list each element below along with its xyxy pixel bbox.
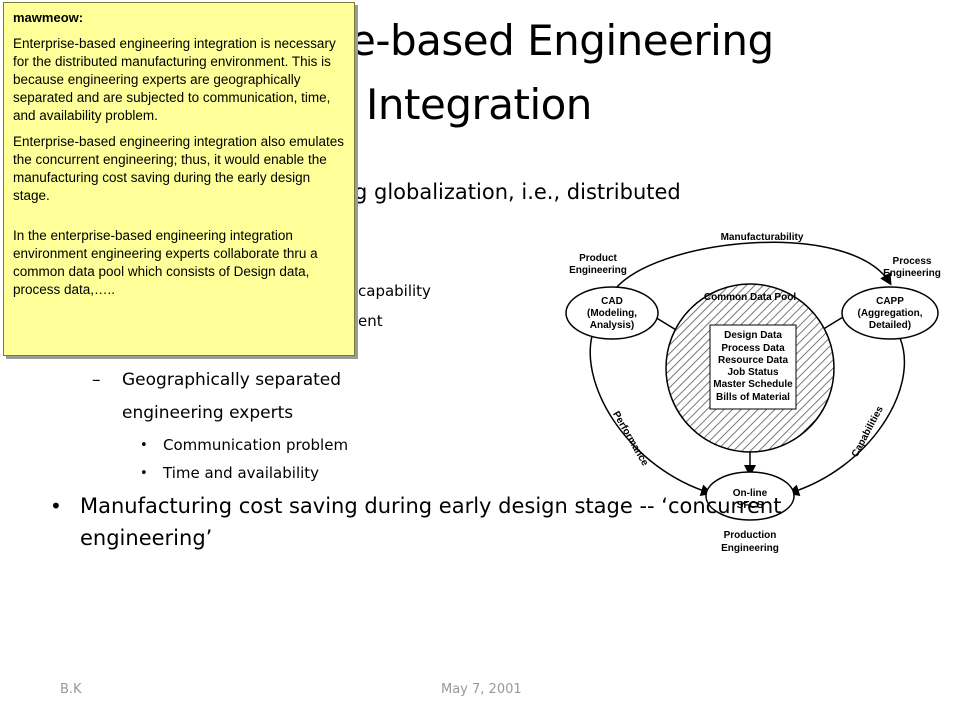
svg-text:(Modeling,: (Modeling, [587, 308, 637, 319]
comment-popup[interactable]: mawmeow: Enterprise-based engineering in… [3, 2, 355, 356]
sub-sub-item-communication: Communication problem [163, 436, 349, 454]
bullet-globalization-partial: g globalization, i.e., distributed [354, 180, 681, 204]
bullet-cost-saving-line1: Manufacturing cost saving during early d… [80, 494, 782, 518]
svg-text:Engineering: Engineering [883, 268, 941, 279]
engineering-integration-diagram: Manufacturability Product Engineering Pr… [565, 232, 941, 554]
performance-label: Performance [610, 410, 650, 469]
svg-text:Design Data: Design Data [724, 330, 782, 341]
svg-text:Job Status: Job Status [727, 367, 779, 378]
bullet-capability-partial: capability [358, 282, 431, 300]
svg-text:Process Data: Process Data [721, 343, 785, 354]
common-data-pool-label: Common Data Pool [704, 292, 796, 303]
sub-sub-bullet-dot: • [140, 438, 148, 453]
sub-bullet-line1: Geographically separated [122, 370, 342, 390]
svg-text:Production: Production [724, 530, 777, 541]
svg-text:Bills of Material: Bills of Material [716, 392, 790, 403]
bullet-cost-saving-line2: engineering’ [80, 526, 213, 550]
cad-node [565, 286, 659, 340]
comment-author: mawmeow: [13, 10, 84, 25]
svg-text:Analysis): Analysis) [590, 320, 634, 331]
svg-text:SFCS: SFCS [737, 500, 764, 511]
svg-text:Master Schedule: Master Schedule [713, 379, 793, 390]
sub-sub-item-time: Time and availability [163, 464, 320, 482]
svg-text:Engineering: Engineering [721, 543, 779, 554]
sub-sub-bullet-dot: • [140, 466, 148, 481]
manufacturability-label: Manufacturability [721, 232, 804, 243]
bullet-ent-partial: ent [358, 312, 383, 330]
slide-title-line2: Integration [366, 80, 592, 129]
slide-title-line1: e-based Engineering [350, 16, 774, 65]
comment-paragraph-3: In the enterprise-based engineering inte… [13, 228, 318, 297]
svg-text:CAD: CAD [601, 296, 623, 307]
svg-text:Resource Data: Resource Data [718, 355, 788, 366]
svg-text:(Aggregation,: (Aggregation, [858, 308, 923, 319]
comment-paragraph-2: Enterprise-based engineering integration… [13, 134, 344, 203]
svg-text:Product: Product [579, 253, 617, 264]
capabilities-label: Capabilities [850, 404, 886, 459]
svg-text:On-line: On-line [733, 488, 768, 499]
svg-text:Engineering: Engineering [569, 265, 627, 276]
bullet-dot: • [50, 494, 62, 518]
footer-author: B.K [60, 682, 82, 697]
capp-node [841, 286, 939, 340]
online-sfcs-node [705, 471, 795, 521]
svg-text:Process: Process [893, 256, 932, 267]
data-box [709, 324, 797, 410]
comment-paragraph-1: Enterprise-based engineering integration… [13, 36, 336, 123]
sub-bullet-line2: engineering experts [122, 403, 294, 423]
sub-bullet-dash: – [92, 370, 101, 390]
svg-text:CAPP: CAPP [876, 296, 904, 307]
capabilities-arc [787, 327, 906, 497]
manufacturability-arc [601, 241, 892, 304]
performance-arc [588, 325, 713, 497]
svg-text:Detailed): Detailed) [869, 320, 911, 331]
footer-date: May 7, 2001 [441, 682, 522, 697]
